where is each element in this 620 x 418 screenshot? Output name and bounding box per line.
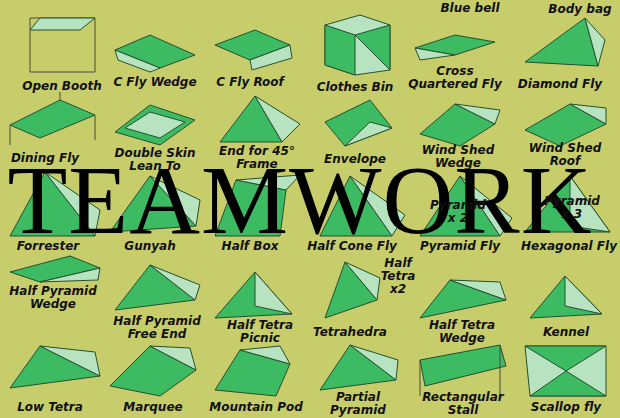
pitch-name: Half Tetra Picnic <box>205 319 315 345</box>
tarp-sheet <box>420 280 506 318</box>
pitch-name: Half Pyramid Free End <box>111 315 203 341</box>
tarp-sheet <box>150 346 196 370</box>
tarp-sheet <box>40 268 100 282</box>
pitch-name: Partial Pyramid <box>306 391 410 417</box>
pitch-name: Pyramid x 3 <box>542 195 602 221</box>
tarp-sheet <box>240 346 290 364</box>
pitch-name: Marquee <box>123 401 182 414</box>
pitch-name: Pyramid x 2 <box>430 199 486 225</box>
tarp-sheet <box>150 265 200 300</box>
tarp-sheet <box>345 262 380 300</box>
pitch-name: Half Cone Fly <box>307 240 397 253</box>
tarp-sheet <box>325 100 392 146</box>
pitch-name: Gunyah <box>124 240 175 253</box>
tarp-sheet <box>255 96 300 142</box>
pitch-name: Kennel <box>543 326 589 339</box>
tarp-sheet <box>450 280 506 300</box>
pitch-name: C Fly Roof <box>216 76 284 89</box>
tarp-pole <box>10 92 95 145</box>
tarp-sheet <box>525 346 606 371</box>
tarp-sheet <box>255 272 292 314</box>
tarp-sheet <box>250 45 292 70</box>
tarp-sheet <box>110 346 196 396</box>
tarp-sheet <box>355 25 390 70</box>
pitch-name: Clothes Bin <box>317 81 394 94</box>
pitch-name: Mountain Pod <box>209 401 303 414</box>
tarp-sheet <box>10 256 100 282</box>
tarp-sheet <box>115 105 195 145</box>
pitch-name: Forrester <box>17 240 79 253</box>
tarp-pole <box>30 18 95 72</box>
tarp-sheet <box>215 272 292 318</box>
tarp-sheet <box>115 50 160 72</box>
pitch-name: Cross Quartered Fly <box>400 65 510 91</box>
pitch-name: Half Pyramid Wedge <box>3 285 103 311</box>
tarp-sheet <box>525 104 606 146</box>
pitch-name: Scallop fly <box>531 401 601 414</box>
tarp-sheet <box>10 100 95 138</box>
tarp-sheet <box>125 112 185 138</box>
tarp-sheet <box>455 104 500 124</box>
pitch-name: Low Tetra <box>17 401 83 414</box>
tarp-sheet <box>530 276 602 318</box>
pitch-name: Pyramid Fly <box>420 240 500 253</box>
tarp-sheet <box>30 18 95 30</box>
tarp-sheet <box>570 104 606 124</box>
pitch-name: Open Booth <box>22 80 102 93</box>
tarp-sheet <box>325 15 390 75</box>
pitch-name: Tetrahedra <box>313 326 387 339</box>
pitch-name: Body bag <box>548 3 611 16</box>
tarp-sheet <box>585 18 605 66</box>
pitch-name: Half Box <box>222 240 279 253</box>
tarp-sheet <box>530 371 606 396</box>
tarp-sheet <box>345 122 392 146</box>
watermark-text: TEAMWORK <box>7 151 592 249</box>
tarp-sheet <box>525 346 606 396</box>
pitch-name: Diamond Fly <box>518 78 602 91</box>
tarp-sheet <box>325 25 355 75</box>
tarp-sheet <box>350 345 398 380</box>
pitch-name: Rectangular Stall <box>408 391 518 417</box>
pitch-name: Half Tetra Wedge <box>407 319 517 345</box>
tarp-sheet <box>565 276 602 314</box>
pitch-name: C Fly Wedge <box>113 76 196 89</box>
tarp-sheet <box>10 346 100 388</box>
pitch-name: Half Tetra x2 <box>377 257 419 296</box>
tarp-pole <box>420 345 500 396</box>
pitch-name: Hexagonal Fly <box>521 240 617 253</box>
tarp-sheet <box>40 346 100 376</box>
pitch-name: Blue bell <box>440 2 499 15</box>
tarp-sheet <box>415 48 455 60</box>
tarp-sheet <box>420 345 506 386</box>
